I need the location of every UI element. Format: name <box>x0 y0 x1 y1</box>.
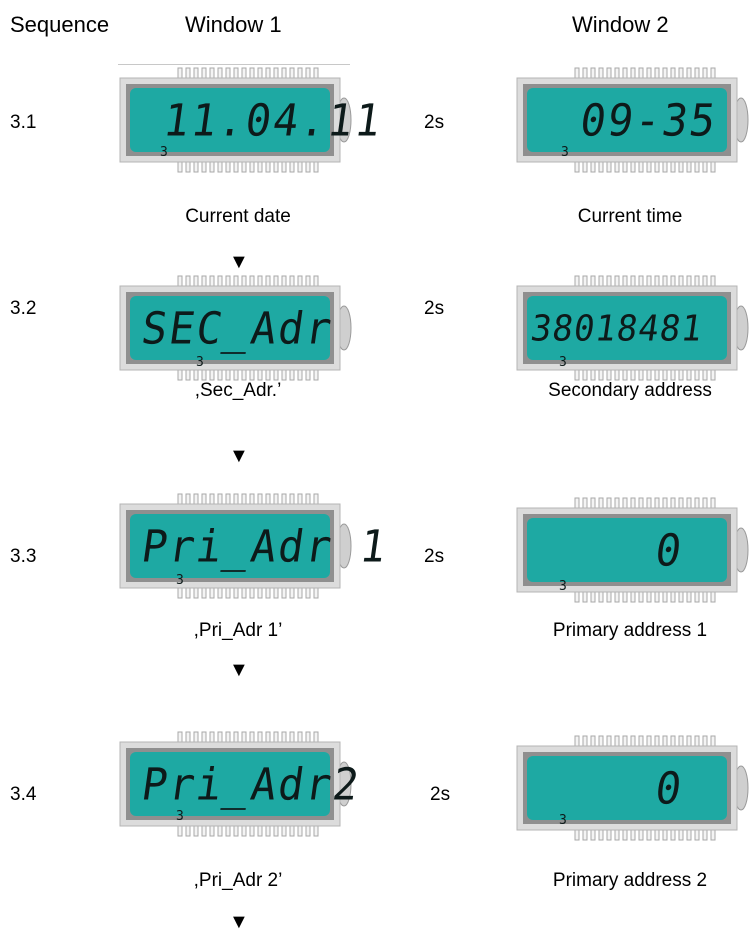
sequence-number: 3.2 <box>10 298 37 319</box>
sequence-number: 3.4 <box>10 784 37 805</box>
lcd-body <box>516 67 749 173</box>
lcd-display-window-1: Pri_Adr2 3 <box>118 730 364 838</box>
caption-window-2: Secondary address <box>548 380 712 401</box>
lcd-indicator: 3 <box>196 355 204 370</box>
lcd-indicator: 3 <box>561 145 569 160</box>
lcd-screen <box>527 88 727 152</box>
sequence-arrow: ▼ <box>229 659 249 681</box>
sequence-number: 3.3 <box>10 546 37 567</box>
lcd-value: Pri_Adr2 <box>138 758 364 811</box>
caption-window-1: ,Sec_Adr.’ <box>194 380 282 401</box>
lcd-indicator: 3 <box>559 355 567 370</box>
lcd-value: Pri_Adr 1 <box>138 520 392 573</box>
lcd-body <box>516 275 749 381</box>
lcd-display-window-1: 11.04.11 3 <box>118 66 386 174</box>
lcd-value: 0 <box>652 524 687 577</box>
caption-window-2: Current time <box>577 206 683 227</box>
lcd-screen <box>130 752 330 816</box>
lcd-body <box>516 497 749 603</box>
delay-label: 2s <box>424 298 445 319</box>
header-window-1: Window 1 <box>185 12 282 37</box>
lcd-display-window-2: 38018481 3 <box>515 274 749 382</box>
header-sequence: Sequence <box>10 12 110 37</box>
lcd-display-window-1: Pri_Adr 1 3 <box>118 492 392 600</box>
lcd-body <box>119 731 352 837</box>
sequence-arrow: ▼ <box>229 445 249 467</box>
lcd-body <box>119 493 352 599</box>
lcd-body <box>119 275 352 381</box>
delay-label: 2s <box>430 784 451 805</box>
delay-label: 2s <box>424 546 445 567</box>
lcd-screen <box>527 756 727 820</box>
sequence-arrow: ▼ <box>229 251 249 273</box>
lcd-indicator: 3 <box>559 579 567 594</box>
caption-window-2: Primary address 2 <box>552 870 708 891</box>
caption-window-2: Primary address 1 <box>552 620 708 641</box>
lcd-screen <box>130 514 330 578</box>
top-rule <box>118 64 350 65</box>
lcd-screen <box>527 296 727 360</box>
lcd-body <box>516 735 749 841</box>
lcd-value: 11.04.11 <box>160 94 386 147</box>
caption-window-1: Current date <box>185 206 291 227</box>
lcd-indicator: 3 <box>176 809 184 824</box>
delay-label: 2s <box>424 112 445 133</box>
lcd-body <box>119 67 352 173</box>
caption-window-1: ,Pri_Adr 1’ <box>193 620 283 641</box>
sequence-number: 3.1 <box>10 112 37 133</box>
lcd-screen <box>130 88 330 152</box>
lcd-value: SEC_Adr <box>138 302 337 355</box>
lcd-value: 09-35 <box>577 94 721 147</box>
lcd-display-window-1: SEC_Adr 3 <box>118 274 352 382</box>
lcd-display-window-2: 09-35 3 <box>515 66 749 174</box>
header-window-2: Window 2 <box>572 12 669 37</box>
lcd-indicator: 3 <box>559 813 567 828</box>
lcd-indicator: 3 <box>176 573 184 588</box>
lcd-indicator: 3 <box>160 145 168 160</box>
lcd-display-window-2: 0 3 <box>515 496 749 604</box>
lcd-screen <box>527 518 727 582</box>
lcd-value: 38018481 <box>528 308 706 350</box>
caption-window-1: ,Pri_Adr 2’ <box>193 870 283 891</box>
lcd-value: 0 <box>652 762 687 815</box>
sequence-arrow: ▼ <box>229 911 249 933</box>
lcd-display-window-2: 0 3 <box>515 734 749 842</box>
lcd-screen <box>130 296 330 360</box>
